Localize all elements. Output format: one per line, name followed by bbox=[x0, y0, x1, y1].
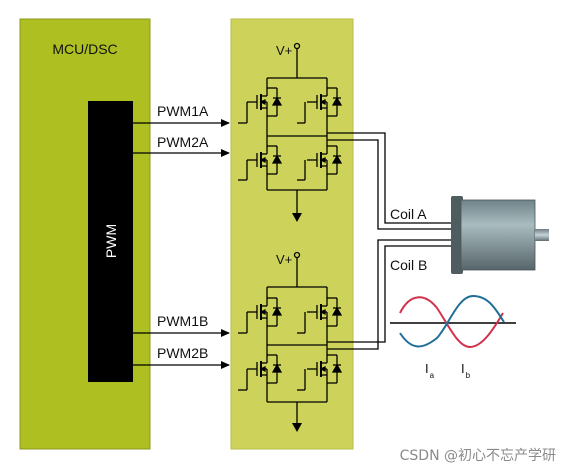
supply-label-a: V+ bbox=[276, 43, 292, 58]
signal-label-pwm1b: PWM1B bbox=[157, 313, 208, 329]
mcu-title: MCU/DSC bbox=[52, 41, 117, 57]
pwm-block bbox=[88, 101, 133, 382]
supply-terminal-a bbox=[293, 42, 301, 50]
pwm-signal-lines bbox=[133, 119, 230, 369]
driver-panel bbox=[230, 18, 354, 450]
supply-label-b: V+ bbox=[276, 252, 292, 267]
h-bridge-b: V+ bbox=[238, 251, 342, 424]
supply-terminal-b bbox=[293, 251, 301, 259]
current-wave-b bbox=[399, 294, 505, 348]
signal-label-pwm2b: PWM2B bbox=[157, 345, 208, 361]
coil-label-a: Coil A bbox=[390, 206, 427, 222]
coil-b-wiring bbox=[327, 239, 455, 350]
pwm-block-label: PWM bbox=[103, 224, 119, 258]
current-waveforms bbox=[390, 294, 516, 349]
coil-label-b: Coil B bbox=[390, 257, 427, 273]
motor-icon bbox=[451, 196, 549, 274]
coil-a-wiring bbox=[327, 132, 455, 230]
watermark: CSDN @初心不忘产学研 bbox=[400, 447, 556, 464]
current-label-a: Ia bbox=[425, 361, 435, 380]
h-bridge-a: V+ bbox=[238, 42, 342, 214]
arrow-down-icon bbox=[292, 423, 302, 432]
current-wave-a bbox=[399, 296, 504, 349]
signal-label-pwm2a: PWM2A bbox=[157, 134, 209, 150]
signal-label-pwm1a: PWM1A bbox=[157, 103, 209, 119]
arrow-down-icon bbox=[292, 213, 302, 222]
current-label-b: Ib bbox=[461, 361, 471, 380]
